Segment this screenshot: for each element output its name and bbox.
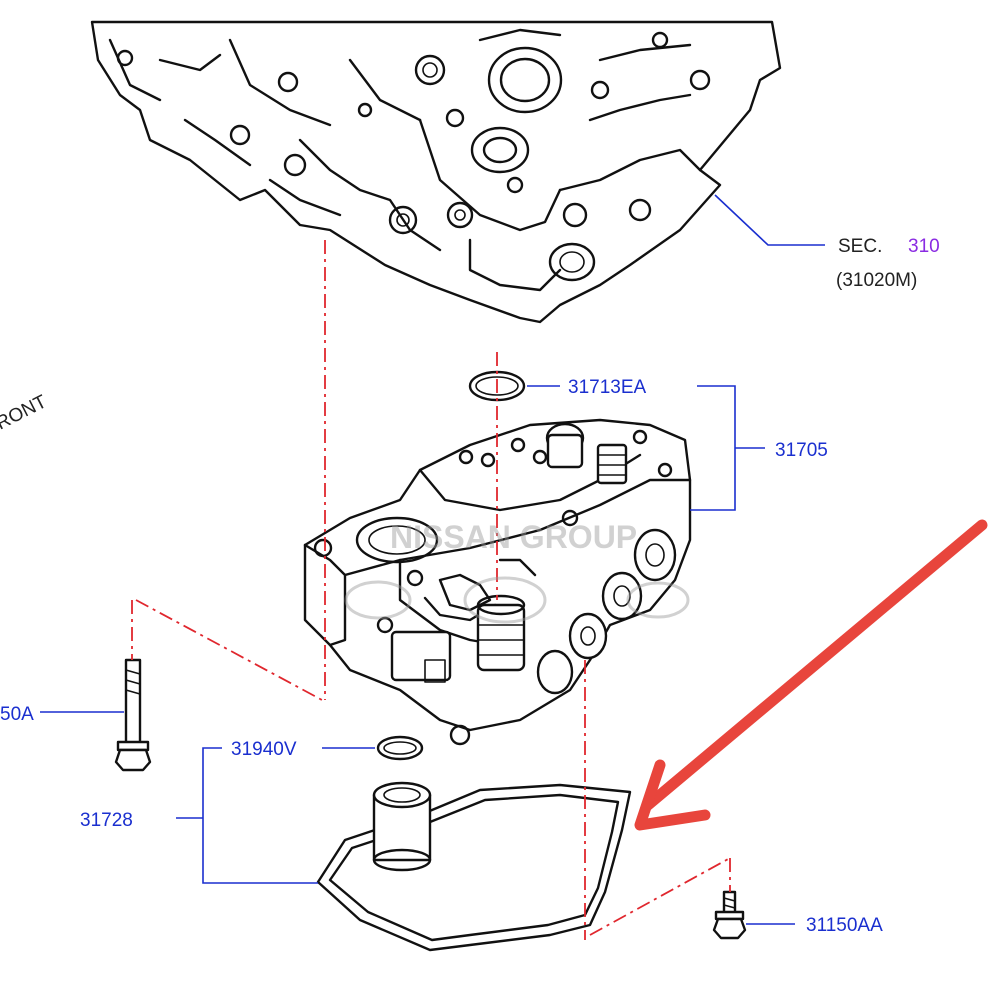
leader-lines (40, 194, 825, 925)
section-ref-number[interactable]: 310 (908, 236, 940, 257)
highlight-arrow (634, 519, 988, 831)
watermark: NISSAN GROUP (344, 519, 690, 624)
watermark-text: NISSAN GROUP (390, 519, 637, 555)
o-ring-lower (376, 735, 424, 761)
front-direction-label: RONT (0, 391, 51, 434)
assembly-axes (131, 240, 731, 940)
part-label-31705[interactable]: 31705 (775, 440, 828, 461)
section-ref-prefix: SEC. (838, 236, 882, 257)
oil-strainer-drawing (316, 781, 632, 952)
short-bolt-drawing (712, 890, 747, 940)
part-label-31728[interactable]: 31728 (80, 810, 133, 831)
part-label-left-bolt[interactable]: 50A (0, 704, 34, 725)
part-label-31713EA[interactable]: 31713EA (568, 377, 647, 398)
part-label-31940V[interactable]: 31940V (231, 739, 297, 760)
section-ref-code: (31020M) (836, 270, 917, 291)
long-bolt-drawing (114, 658, 152, 772)
part-label-31150AA[interactable]: 31150AA (806, 915, 883, 936)
labels: SEC. 310 (31020M) RONT 31713EA 31705 319… (0, 236, 940, 936)
transmission-case-drawing (90, 20, 782, 324)
